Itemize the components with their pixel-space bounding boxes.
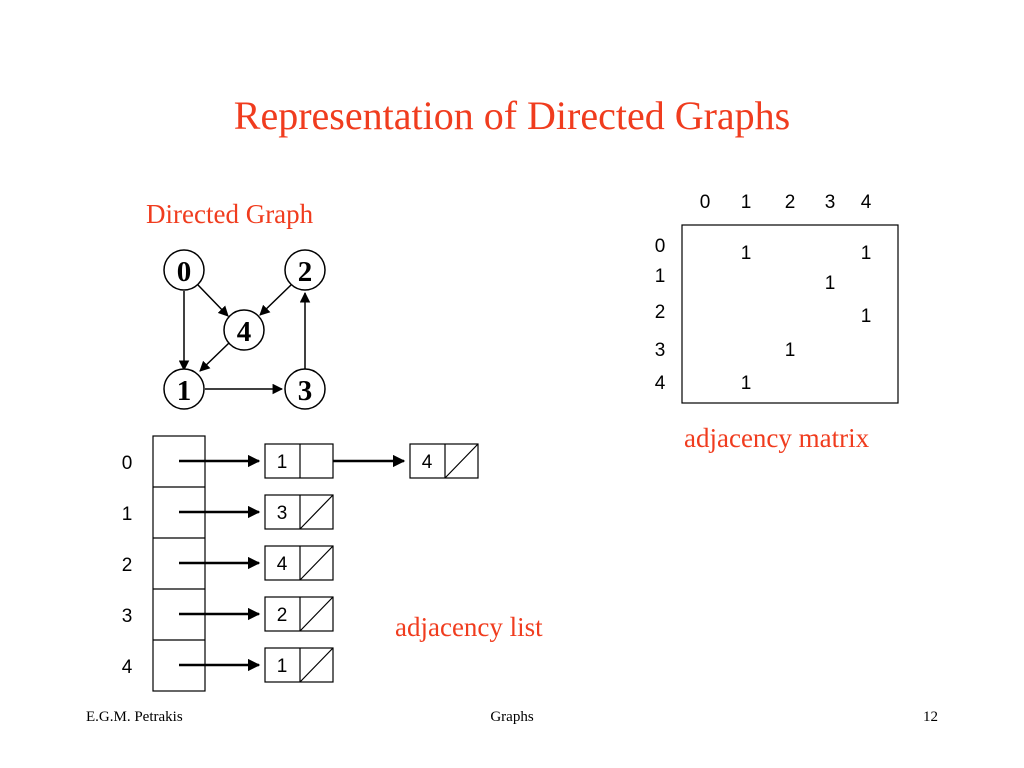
edge-2-4 xyxy=(259,284,292,316)
matrix-row-header: 4 xyxy=(655,373,666,394)
graph-node-2: 2 xyxy=(284,249,326,291)
list-node: 1 xyxy=(264,647,334,683)
list-index-label: 2 xyxy=(122,555,133,576)
graph-node-1: 1 xyxy=(163,368,205,410)
null-pointer-slash xyxy=(299,647,334,683)
graph-node-0: 0 xyxy=(163,249,205,291)
matrix-cell: 1 xyxy=(785,340,796,361)
list-node-value: 1 xyxy=(277,452,288,473)
graph-node-0-label: 0 xyxy=(177,256,192,288)
matrix-cell: 1 xyxy=(825,273,836,294)
matrix-row-header: 1 xyxy=(655,266,666,287)
matrix-col-header: 4 xyxy=(861,192,872,213)
null-pointer-slash xyxy=(299,545,334,581)
list-node: 3 xyxy=(264,494,334,530)
adjacency-matrix-caption: adjacency matrix xyxy=(684,423,870,453)
edge-4-1 xyxy=(199,342,230,372)
matrix-cell: 1 xyxy=(861,306,872,327)
adjacency-list-caption: adjacency list xyxy=(395,612,543,642)
graph-node-4-label: 4 xyxy=(237,316,252,348)
list-node-value: 4 xyxy=(277,554,288,575)
matrix-cell: 1 xyxy=(741,373,752,394)
list-index-label: 1 xyxy=(122,504,133,525)
matrix-col-header: 2 xyxy=(785,192,796,213)
slide-title: Representation of Directed Graphs xyxy=(233,93,791,138)
null-pointer-slash xyxy=(444,443,479,479)
matrix-cell: 1 xyxy=(741,243,752,264)
list-node: 4 xyxy=(409,443,479,479)
list-node: 4 xyxy=(264,545,334,581)
null-pointer-slash xyxy=(299,596,334,632)
matrix-col-header: 1 xyxy=(741,192,752,213)
graph-node-3: 3 xyxy=(284,368,326,410)
footer-topic: Graphs xyxy=(490,709,534,725)
list-node: 1 xyxy=(264,443,334,479)
list-index-label: 4 xyxy=(122,657,133,678)
list-node-value: 4 xyxy=(422,452,433,473)
matrix-row-header: 3 xyxy=(655,340,666,361)
graph-node-1-label: 1 xyxy=(177,375,192,407)
matrix-frame xyxy=(681,224,899,404)
list-node-value: 3 xyxy=(277,503,288,524)
matrix-col-header: 3 xyxy=(825,192,836,213)
null-pointer-slash xyxy=(299,494,334,530)
list-node-value: 1 xyxy=(277,656,288,677)
graph-node-4: 4 xyxy=(223,309,265,351)
list-node-value: 2 xyxy=(277,605,288,626)
footer-author: E.G.M. Petrakis xyxy=(86,709,183,725)
matrix-cell: 1 xyxy=(861,243,872,264)
list-index-label: 0 xyxy=(122,453,133,474)
matrix-row-header: 2 xyxy=(655,302,666,323)
graph-node-3-label: 3 xyxy=(298,375,313,407)
list-index-label: 3 xyxy=(122,606,133,627)
footer-page-number: 12 xyxy=(923,709,938,725)
matrix-row-header: 0 xyxy=(655,236,666,257)
directed-graph-heading: Directed Graph xyxy=(146,199,314,229)
matrix-col-header: 0 xyxy=(700,192,711,213)
graph-node-2-label: 2 xyxy=(298,256,313,288)
list-node: 2 xyxy=(264,596,334,632)
edge-0-4 xyxy=(197,284,229,317)
